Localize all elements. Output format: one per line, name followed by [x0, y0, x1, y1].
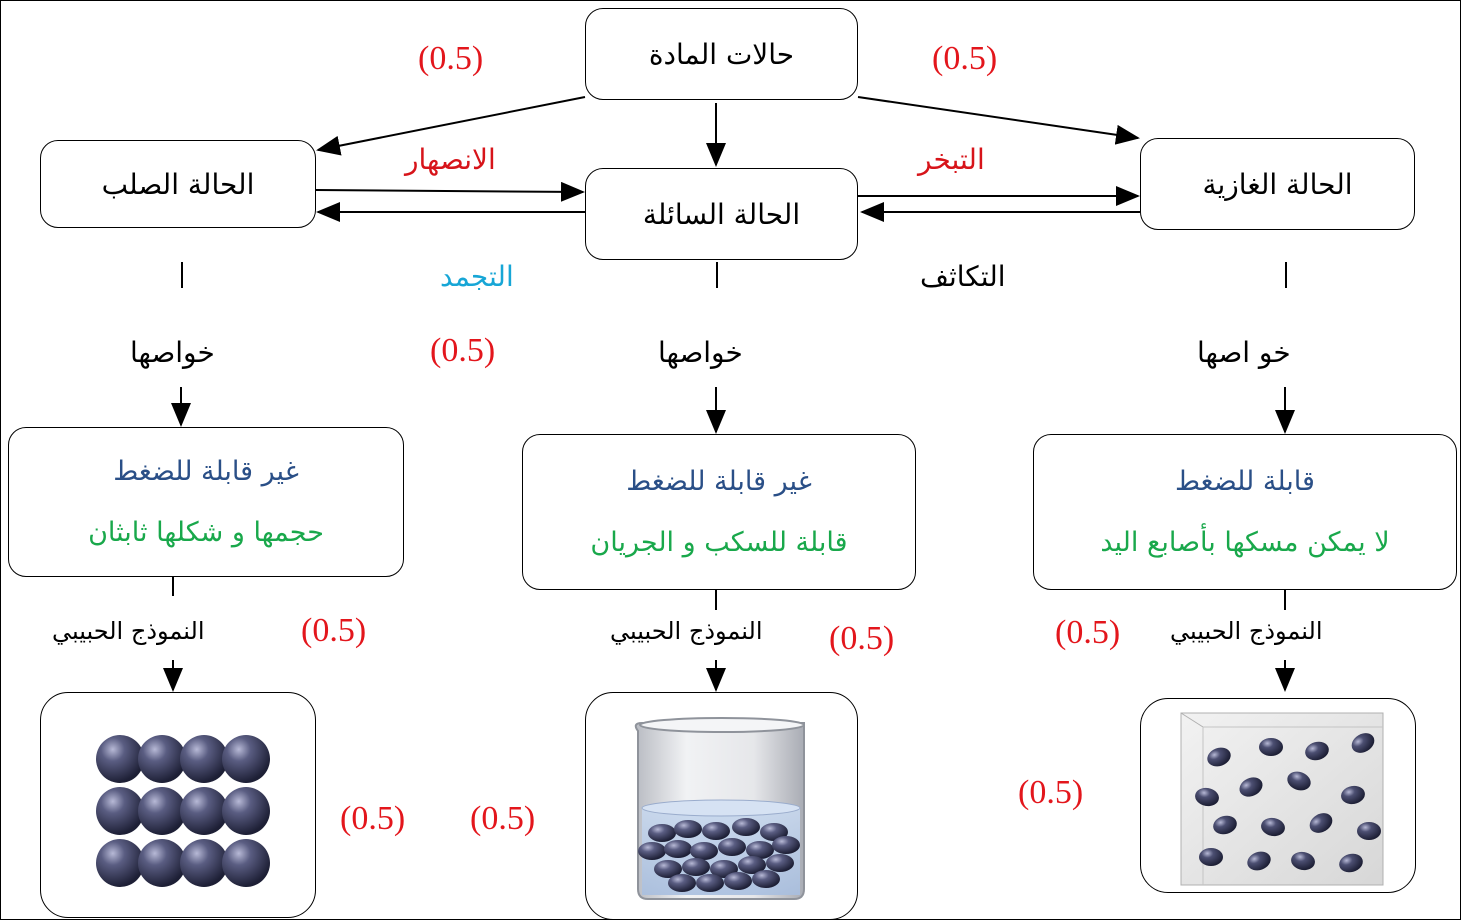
gas-particle — [1207, 747, 1231, 767]
title-box: حالات المادة — [585, 8, 858, 100]
gas-particle-model — [1140, 698, 1416, 893]
solid-particle — [138, 735, 186, 783]
gas-property-2: لا يمكن مسكها بأصابع اليد — [1100, 527, 1390, 558]
liquid-particle — [760, 823, 788, 841]
solid-particle — [222, 735, 270, 783]
solid-particle — [180, 787, 228, 835]
solid-property-1: غير قابلة للضغط — [113, 456, 299, 487]
score-gas-model: (0.5) — [1018, 774, 1084, 811]
tick-gas — [1285, 262, 1287, 288]
liquid-particle — [674, 820, 702, 838]
gas-properties-label: خو اصها — [1197, 336, 1291, 369]
gas-particle — [1357, 822, 1381, 840]
score-solid-model: (0.5) — [340, 800, 406, 837]
solid-state-label: الحالة الصلب — [101, 167, 255, 201]
solid-properties-label: خواصها — [130, 336, 215, 369]
arrow-to-solid — [316, 96, 586, 156]
solid-particle — [96, 735, 144, 783]
gas-particle — [1291, 851, 1315, 871]
solid-particle — [138, 787, 186, 835]
solid-state-box: الحالة الصلب — [40, 140, 316, 228]
liquid-state-box: الحالة السائلة — [585, 168, 858, 260]
liquid-particle — [718, 838, 746, 856]
solid-particle-model — [40, 692, 316, 918]
solid-particle — [96, 839, 144, 887]
liquid-particle — [752, 870, 780, 888]
liquid-particle — [702, 822, 730, 840]
liquid-beaker-image — [634, 717, 805, 900]
tick-liquid — [716, 262, 718, 288]
liquid-state-label: الحالة السائلة — [642, 197, 801, 231]
condensation-label: التكاثف — [920, 260, 1006, 293]
gas-property-1: قابلة للضغط — [1175, 466, 1315, 497]
score-liquid-model-label: (0.5) — [829, 620, 895, 657]
liquid-particle — [696, 874, 724, 892]
score-liquid-model: (0.5) — [470, 800, 536, 837]
gas-particle — [1305, 741, 1329, 761]
solid-particle — [222, 839, 270, 887]
diagram-title: حالات المادة — [648, 37, 795, 71]
liquid-particle — [738, 856, 766, 874]
gas-particle — [1247, 851, 1271, 871]
solid-particle — [180, 839, 228, 887]
gas-particle — [1309, 813, 1333, 833]
gas-particle — [1351, 733, 1375, 753]
liquid-particle — [746, 841, 774, 859]
liquid-particle — [766, 854, 794, 872]
tick-solid — [181, 262, 183, 288]
solid-particle — [222, 787, 270, 835]
score-gas-model-label: (0.5) — [1055, 614, 1121, 651]
gas-particle — [1261, 817, 1285, 837]
solid-properties-box: غير قابلة للضغط حجمها و شكلها ثابثان — [8, 427, 404, 577]
gas-particle — [1287, 771, 1311, 791]
score-solid-model-label: (0.5) — [301, 612, 367, 649]
gas-particle — [1213, 815, 1237, 835]
liquid-particle — [732, 818, 760, 836]
liquid-particle — [772, 836, 800, 854]
liquid-particle — [724, 872, 752, 890]
score-solid-arrow: (0.5) — [418, 40, 484, 77]
gas-particle — [1195, 787, 1219, 807]
liquid-properties-box: غير قابلة للضغط قابلة للسكب و الجريان — [522, 434, 916, 590]
liquid-particle — [668, 874, 696, 892]
freezing-label: التجمد — [440, 260, 514, 293]
solid-particle — [180, 735, 228, 783]
gas-particle — [1341, 785, 1365, 805]
gas-state-box: الحالة الغازية — [1140, 138, 1415, 230]
gas-properties-box: قابلة للضغط لا يمكن مسكها بأصابع اليد — [1033, 434, 1457, 590]
gas-box-image — [1180, 712, 1384, 886]
liquid-particle — [638, 842, 666, 860]
score-gas-arrow: (0.5) — [932, 40, 998, 77]
gas-state-label: الحالة الغازية — [1202, 167, 1353, 201]
gas-particle — [1239, 777, 1263, 797]
liquid-properties-label: خواصها — [658, 336, 743, 369]
gas-particle — [1199, 848, 1223, 866]
solid-particle — [96, 787, 144, 835]
solid-property-2: حجمها و شكلها ثابثان — [88, 517, 324, 548]
liquid-particle — [654, 860, 682, 878]
liquid-particle — [682, 858, 710, 876]
liquid-model-label: النموذج الحبيبي — [610, 617, 763, 645]
liquid-particle — [690, 842, 718, 860]
arrow-to-gas — [857, 96, 1140, 145]
solid-particles-image — [96, 735, 270, 887]
arrow-melting — [315, 181, 585, 202]
liquid-particle — [664, 840, 692, 858]
evaporation-label: التبخر — [918, 143, 985, 176]
solid-particle — [138, 839, 186, 887]
gas-model-label: النموذج الحبيبي — [1170, 617, 1323, 645]
liquid-particle — [648, 824, 676, 842]
gas-particle — [1339, 853, 1363, 873]
solid-model-label: النموذج الحبيبي — [52, 617, 205, 645]
gas-particle — [1259, 738, 1283, 756]
score-freezing: (0.5) — [430, 332, 496, 369]
liquid-property-2: قابلة للسكب و الجريان — [590, 527, 848, 558]
melting-label: الانصهار — [405, 143, 496, 176]
liquid-particle-model — [585, 692, 858, 920]
liquid-property-1: غير قابلة للضغط — [626, 466, 812, 497]
